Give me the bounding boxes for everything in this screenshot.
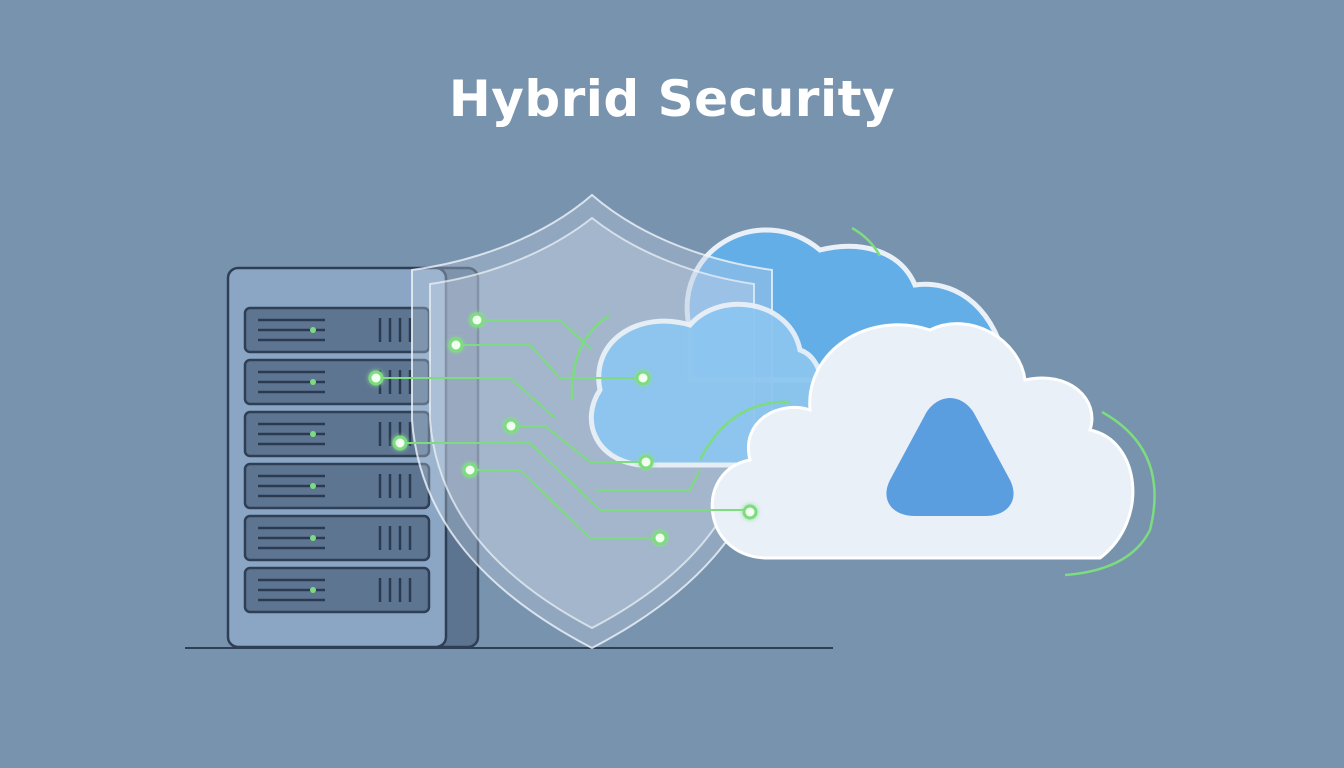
- front-cloud-icon: [710, 322, 1135, 560]
- server-rack-icon: [226, 266, 480, 649]
- server-slot: [243, 358, 431, 406]
- page-title: Hybrid Security: [448, 70, 896, 128]
- server-slot: [243, 514, 431, 562]
- server-slot: [243, 566, 431, 614]
- server-slot: [243, 306, 431, 354]
- server-slot: [243, 462, 431, 510]
- lock-icon: [886, 398, 1014, 516]
- connection-nodes: [368, 312, 758, 546]
- connection-lines: [376, 319, 750, 539]
- signal-arcs: [570, 226, 1156, 577]
